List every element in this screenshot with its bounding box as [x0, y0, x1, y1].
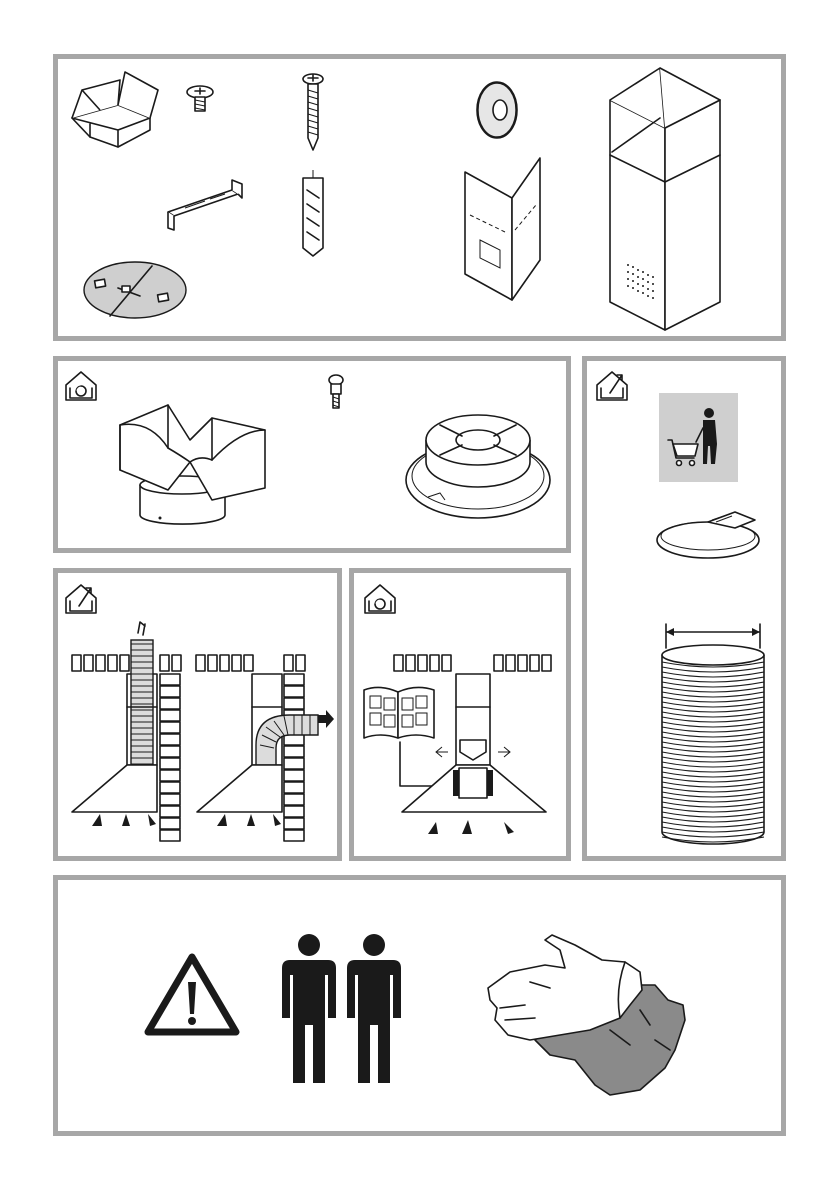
- two-people-icon: [282, 934, 401, 1083]
- protective-gloves-icon: [488, 935, 685, 1095]
- warning-triangle-icon: [148, 957, 236, 1032]
